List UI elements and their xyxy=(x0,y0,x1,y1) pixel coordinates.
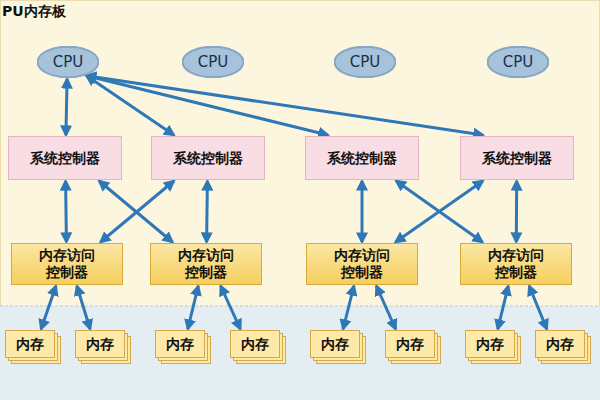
bus-connector xyxy=(87,76,483,135)
node-label: CPU xyxy=(503,53,534,71)
system-controller-box: 系统控制器 xyxy=(460,136,574,180)
cpu-ellipse: CPU xyxy=(487,46,549,78)
memory-access-controller-box: 内存访问 控制器 xyxy=(306,243,418,285)
node-label: 内存访问 控制器 xyxy=(330,247,394,281)
memory-module-box: 内存 xyxy=(230,330,280,358)
diagram-title: PU内存板 xyxy=(2,3,66,21)
node-label: 内存 xyxy=(86,336,114,353)
memory-access-controller-box: 内存访问 控制器 xyxy=(460,243,572,285)
bus-connector xyxy=(188,286,198,329)
bus-connector xyxy=(515,181,518,242)
node-label: 内存访问 控制器 xyxy=(174,247,238,281)
bus-connector xyxy=(529,286,547,329)
bus-connector xyxy=(221,286,241,329)
memory-module-box: 内存 xyxy=(310,330,360,358)
bus-connector xyxy=(87,76,174,135)
memory-module-box: 内存 xyxy=(465,330,515,358)
cpu-ellipse: CPU xyxy=(182,46,244,78)
system-controller-box: 系统控制器 xyxy=(151,136,265,180)
node-label: 内存访问 控制器 xyxy=(35,247,99,281)
bus-connector xyxy=(396,181,482,242)
node-label: 内存 xyxy=(476,336,504,353)
node-label: 内存 xyxy=(241,336,269,353)
node-label: 内存 xyxy=(396,336,424,353)
bus-connector xyxy=(64,181,68,242)
bus-connector xyxy=(376,286,395,329)
node-label: 系统控制器 xyxy=(482,150,552,167)
node-label: 系统控制器 xyxy=(173,150,243,167)
bus-connector xyxy=(66,79,67,135)
node-label: 系统控制器 xyxy=(327,150,397,167)
bus-connector xyxy=(361,181,364,242)
bus-connector xyxy=(498,286,508,329)
node-label: 内存 xyxy=(321,336,349,353)
node-label: 系统控制器 xyxy=(30,150,100,167)
memory-module-box: 内存 xyxy=(535,330,585,358)
bus-connector xyxy=(41,286,56,329)
memory-module-box: 内存 xyxy=(385,330,435,358)
system-controller-box: 系统控制器 xyxy=(8,136,122,180)
cpu-ellipse: CPU xyxy=(334,46,396,78)
node-label: 内存 xyxy=(16,336,44,353)
node-label: 内存 xyxy=(166,336,194,353)
node-label: CPU xyxy=(350,53,381,71)
memory-module-box: 内存 xyxy=(75,330,125,358)
bus-connector xyxy=(205,181,209,242)
cpu-ellipse: CPU xyxy=(37,46,99,78)
bus-connector xyxy=(396,181,483,242)
memory-module-box: 内存 xyxy=(5,330,55,358)
node-label: 内存 xyxy=(546,336,574,353)
system-controller-box: 系统控制器 xyxy=(305,136,419,180)
memory-access-controller-box: 内存访问 控制器 xyxy=(150,243,262,285)
bus-connector xyxy=(101,181,174,242)
bus-connector xyxy=(77,286,90,329)
memory-module-box: 内存 xyxy=(155,330,205,358)
memory-access-controller-box: 内存访问 控制器 xyxy=(11,243,123,285)
node-label: CPU xyxy=(53,53,84,71)
node-label: 内存访问 控制器 xyxy=(484,247,548,281)
bus-connector xyxy=(343,286,354,329)
node-label: CPU xyxy=(198,53,229,71)
